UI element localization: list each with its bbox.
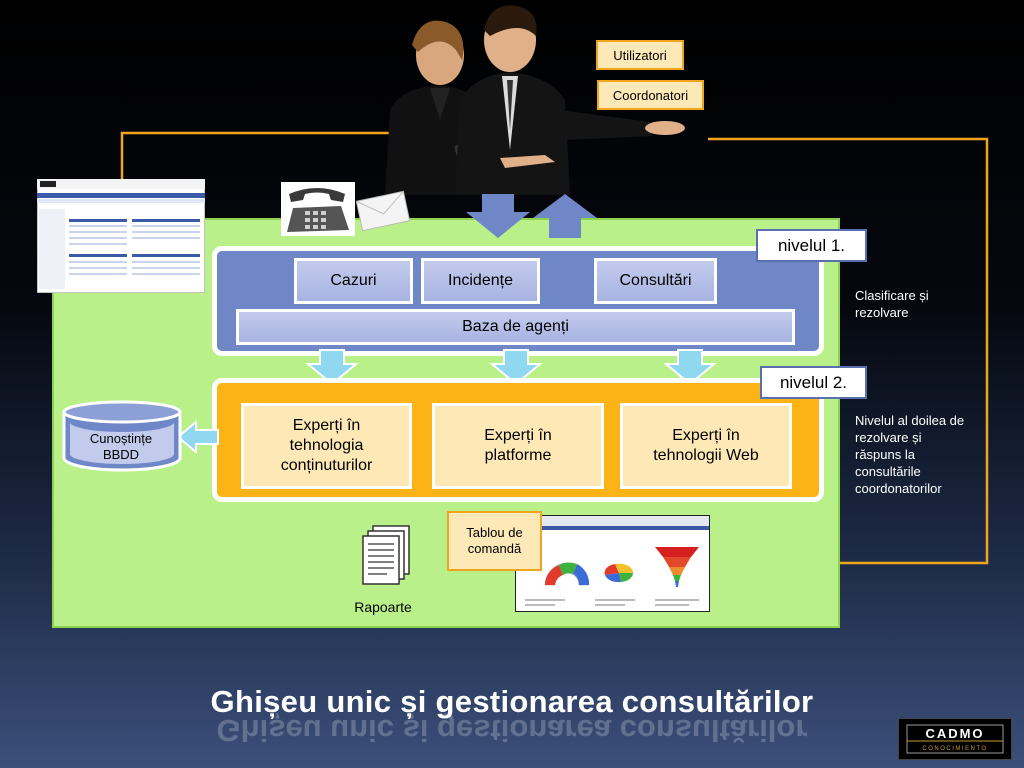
down-arrow-icon <box>466 194 530 238</box>
arrow-to-database-icon <box>176 420 219 454</box>
incidents-box: Incidențe <box>421 258 540 304</box>
agent-base-bar: Baza de agenți <box>236 309 795 345</box>
envelope-icon <box>355 190 411 232</box>
page-title-reflection: Ghișeu unic și gestionarea consultărilor <box>216 713 808 748</box>
knowledge-database-icon <box>62 400 182 472</box>
reports-label: Rapoarte <box>354 599 412 615</box>
knowledge-database-label: Cunoștințe BBDD <box>89 431 153 462</box>
level1-label: nivelul 1. <box>756 229 867 262</box>
dashboard-tag: Tablou de comandă <box>447 511 542 571</box>
logo-name: CADMO <box>925 726 984 741</box>
level2-description: Nivelul al doilea de rezolvare și răspun… <box>855 413 965 496</box>
users-tag: Utilizatori <box>596 40 684 70</box>
level1-description: Clasificare și rezolvare <box>855 288 929 320</box>
up-arrow-icon <box>533 194 597 238</box>
connector-coordinators-to-dashboard <box>708 137 989 565</box>
logo-subtitle: CONOCIMIENTO <box>922 746 987 752</box>
cadmo-logo: CADMO CONOCIMIENTO <box>898 718 1012 760</box>
reports-icon <box>362 525 410 585</box>
application-screenshot <box>37 179 205 293</box>
flow-arrows-level1-to-level2 <box>305 349 717 386</box>
cadmo-logo-mark: CADMO CONOCIMIENTO <box>906 724 1004 754</box>
dashboard-screenshot <box>515 515 710 612</box>
platform-experts-box: Experți în platforme <box>432 403 604 489</box>
cases-box: Cazuri <box>294 258 413 304</box>
business-people-image <box>385 5 685 195</box>
level2-label: nivelul 2. <box>760 366 867 399</box>
page-title: Ghișeu unic și gestionarea consultărilor <box>210 684 814 719</box>
consultations-box: Consultări <box>594 258 717 304</box>
web-tech-experts-box: Experți în tehnologii Web <box>620 403 792 489</box>
coordinators-tag: Coordonatori <box>597 80 704 110</box>
phone-icon <box>281 182 355 236</box>
content-tech-experts-box: Experți în tehnologia conținuturilor <box>241 403 412 489</box>
